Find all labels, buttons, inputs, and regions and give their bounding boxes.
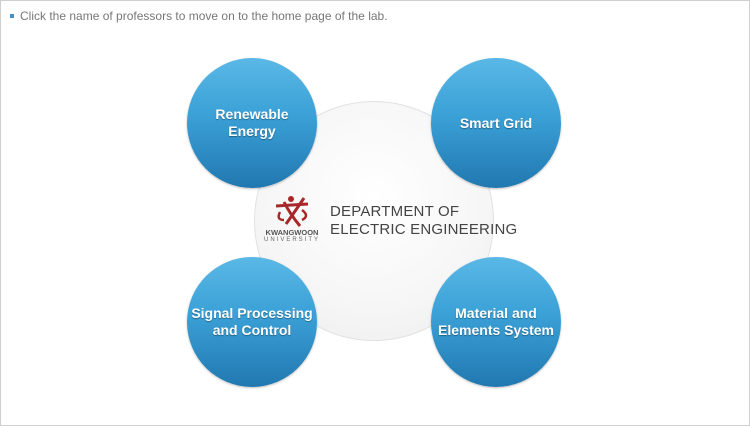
kwangwoon-emblem-icon bbox=[275, 196, 309, 227]
area-label-line2: and Control bbox=[212, 322, 292, 338]
logo-name: KWANGWOON bbox=[265, 228, 319, 237]
university-logo: KWANGWOON UNIVERSITY bbox=[262, 194, 322, 246]
department-title: DEPARTMENT OF ELECTRIC ENGINEERING bbox=[330, 203, 517, 239]
area-label-line2: Elements System bbox=[438, 322, 554, 338]
instruction-notice: Click the name of professors to move on … bbox=[10, 9, 388, 23]
logo-sub: UNIVERSITY bbox=[263, 237, 320, 243]
area-label-line1: Material and bbox=[455, 305, 537, 321]
area-smart-grid[interactable]: Smart Grid bbox=[431, 58, 561, 188]
area-label-line1: Renewable bbox=[215, 106, 289, 122]
department-line1: DEPARTMENT OF bbox=[330, 203, 460, 220]
area-label-line2: Energy bbox=[228, 123, 276, 139]
bullet-icon bbox=[10, 14, 14, 18]
area-label-line1: Signal Processing bbox=[191, 305, 313, 321]
department-line2: ELECTRIC ENGINEERING bbox=[330, 221, 518, 238]
area-label-line1: Smart Grid bbox=[459, 114, 533, 131]
instruction-text: Click the name of professors to move on … bbox=[20, 9, 388, 23]
